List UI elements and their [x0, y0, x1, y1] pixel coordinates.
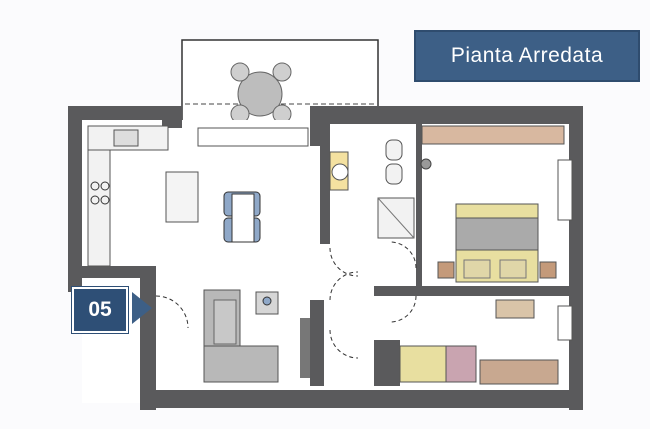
- tv-unit: [300, 318, 310, 378]
- dining-table-icon: [223, 191, 261, 243]
- side-table-icon: [255, 291, 279, 315]
- master-bedroom: [421, 125, 573, 283]
- second-bedroom: [399, 299, 573, 385]
- page-title: Pianta Arredata: [414, 30, 640, 82]
- sofa-icon: [203, 289, 279, 383]
- walls: [68, 106, 583, 410]
- cooktop-icon: [90, 181, 110, 205]
- door-swings: [155, 241, 417, 359]
- bathroom: [329, 139, 432, 239]
- unit-number-badge: 05: [71, 286, 129, 334]
- balcony-table-icon: [230, 62, 292, 124]
- entrance-arrow-icon: [132, 292, 152, 324]
- kitchen: [87, 125, 199, 267]
